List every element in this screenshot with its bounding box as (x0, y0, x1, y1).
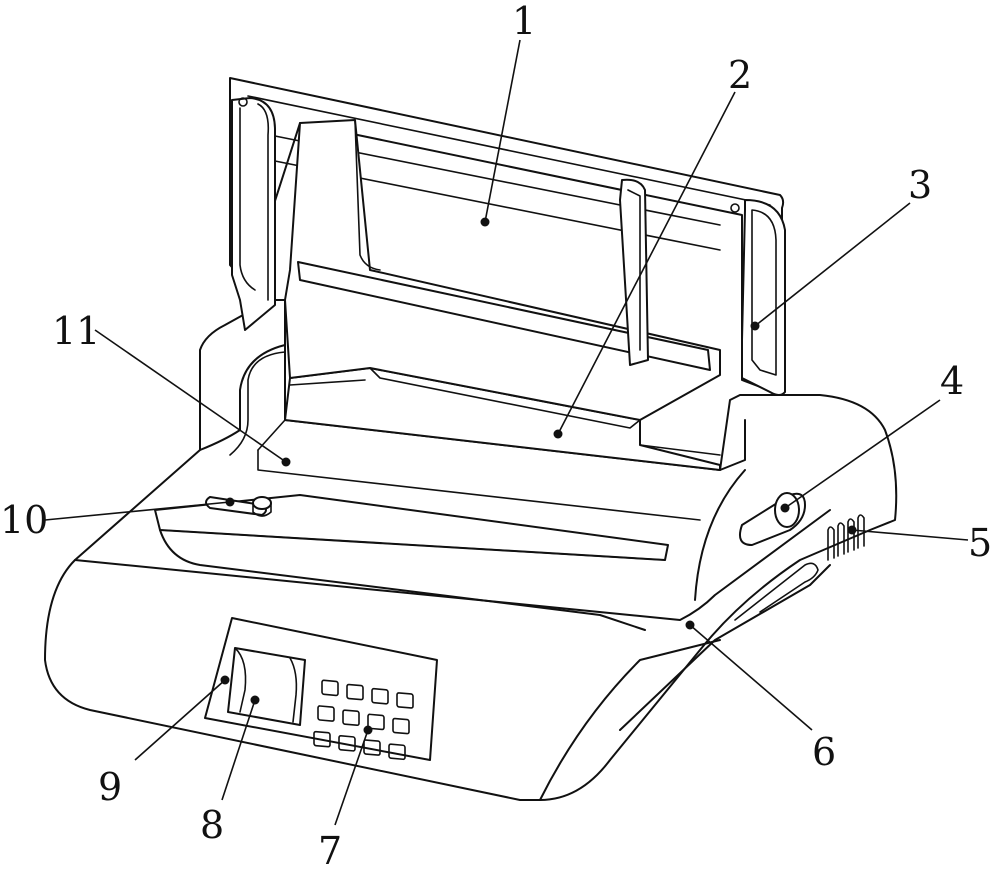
label-4: 4 (940, 359, 964, 403)
pointer-dot-6 (685, 620, 695, 630)
leader-9 (134, 679, 226, 761)
label-7: 7 (318, 829, 342, 871)
leader-5 (851, 529, 969, 541)
leader-8 (221, 699, 256, 801)
label-9: 9 (98, 765, 122, 809)
pointer-dot-2 (553, 429, 563, 439)
pointer-dot-8 (250, 695, 260, 705)
pointer-dot-9 (220, 675, 230, 685)
pointer-dot-4 (780, 503, 790, 513)
leader-1 (484, 39, 521, 223)
keypad (313, 679, 414, 761)
label-8: 8 (200, 803, 224, 847)
label-3: 3 (908, 163, 932, 207)
leader-7 (334, 729, 369, 826)
pointer-dot-5 (847, 525, 857, 535)
label-10: 10 (0, 498, 48, 542)
leader-6 (689, 624, 813, 731)
pointer-dot-7 (363, 725, 373, 735)
side-vents (827, 514, 865, 561)
leader-11 (94, 329, 287, 463)
leader-10 (44, 501, 231, 521)
slider-knob (205, 496, 272, 517)
leader-4 (784, 399, 941, 509)
label-2: 2 (728, 53, 752, 97)
pointer-dot-1 (480, 217, 490, 227)
pointer-dot-10 (225, 497, 235, 507)
lid (229, 77, 786, 421)
label-11: 11 (52, 309, 100, 353)
leader-lines (44, 39, 969, 826)
label-1: 1 (512, 0, 536, 43)
leader-3 (754, 202, 911, 327)
pointer-dot-3 (750, 321, 760, 331)
pointer-dot-11 (281, 457, 291, 467)
label-5: 5 (968, 521, 992, 565)
control-panel (204, 617, 438, 761)
label-6: 6 (812, 730, 836, 774)
leader-2 (557, 91, 736, 435)
